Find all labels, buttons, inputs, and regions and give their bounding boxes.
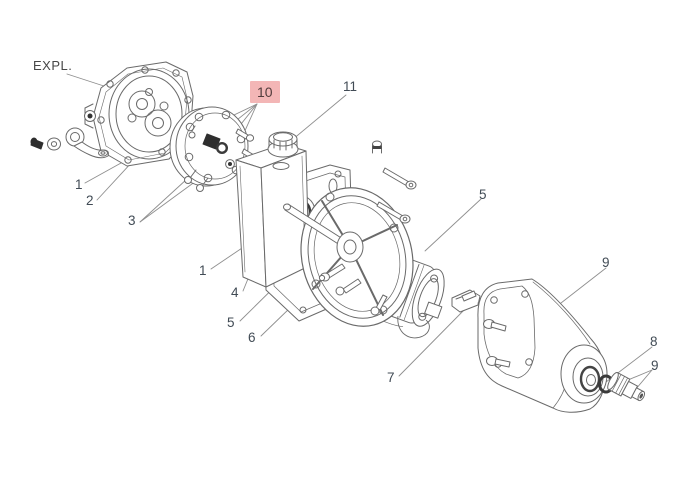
lever-washer-screw-drawing [30,127,109,159]
callout-1-pump[interactable]: 1 [75,177,83,192]
callout-5-seal[interactable]: 5 [227,315,235,330]
callout-2[interactable]: 2 [86,193,94,208]
oil-tank-drawing [235,131,310,288]
view-label: EXPL. [33,58,73,73]
callout-5-motor[interactable]: 5 [479,187,487,202]
flange-ring-drawing [283,187,414,327]
callout-11[interactable]: 11 [343,79,358,94]
pump-cover-drawing [169,106,261,192]
callout-3[interactable]: 3 [128,213,136,228]
callout-8[interactable]: 8 [650,334,658,349]
callout-9-fitting[interactable]: 9 [651,358,659,373]
callout-10-selected[interactable]: 10 [250,81,280,103]
callout-4[interactable]: 4 [231,285,239,300]
end-cover-drawing [477,278,608,413]
oring-fitting-drawing [598,371,646,402]
callout-6[interactable]: 6 [248,330,256,345]
callout-9-cover[interactable]: 9 [602,255,610,270]
pump-housing-drawing [84,61,194,167]
flange-bolts-drawing [318,140,417,316]
callout-1-tank[interactable]: 1 [199,263,207,278]
callout-7[interactable]: 7 [387,370,395,385]
